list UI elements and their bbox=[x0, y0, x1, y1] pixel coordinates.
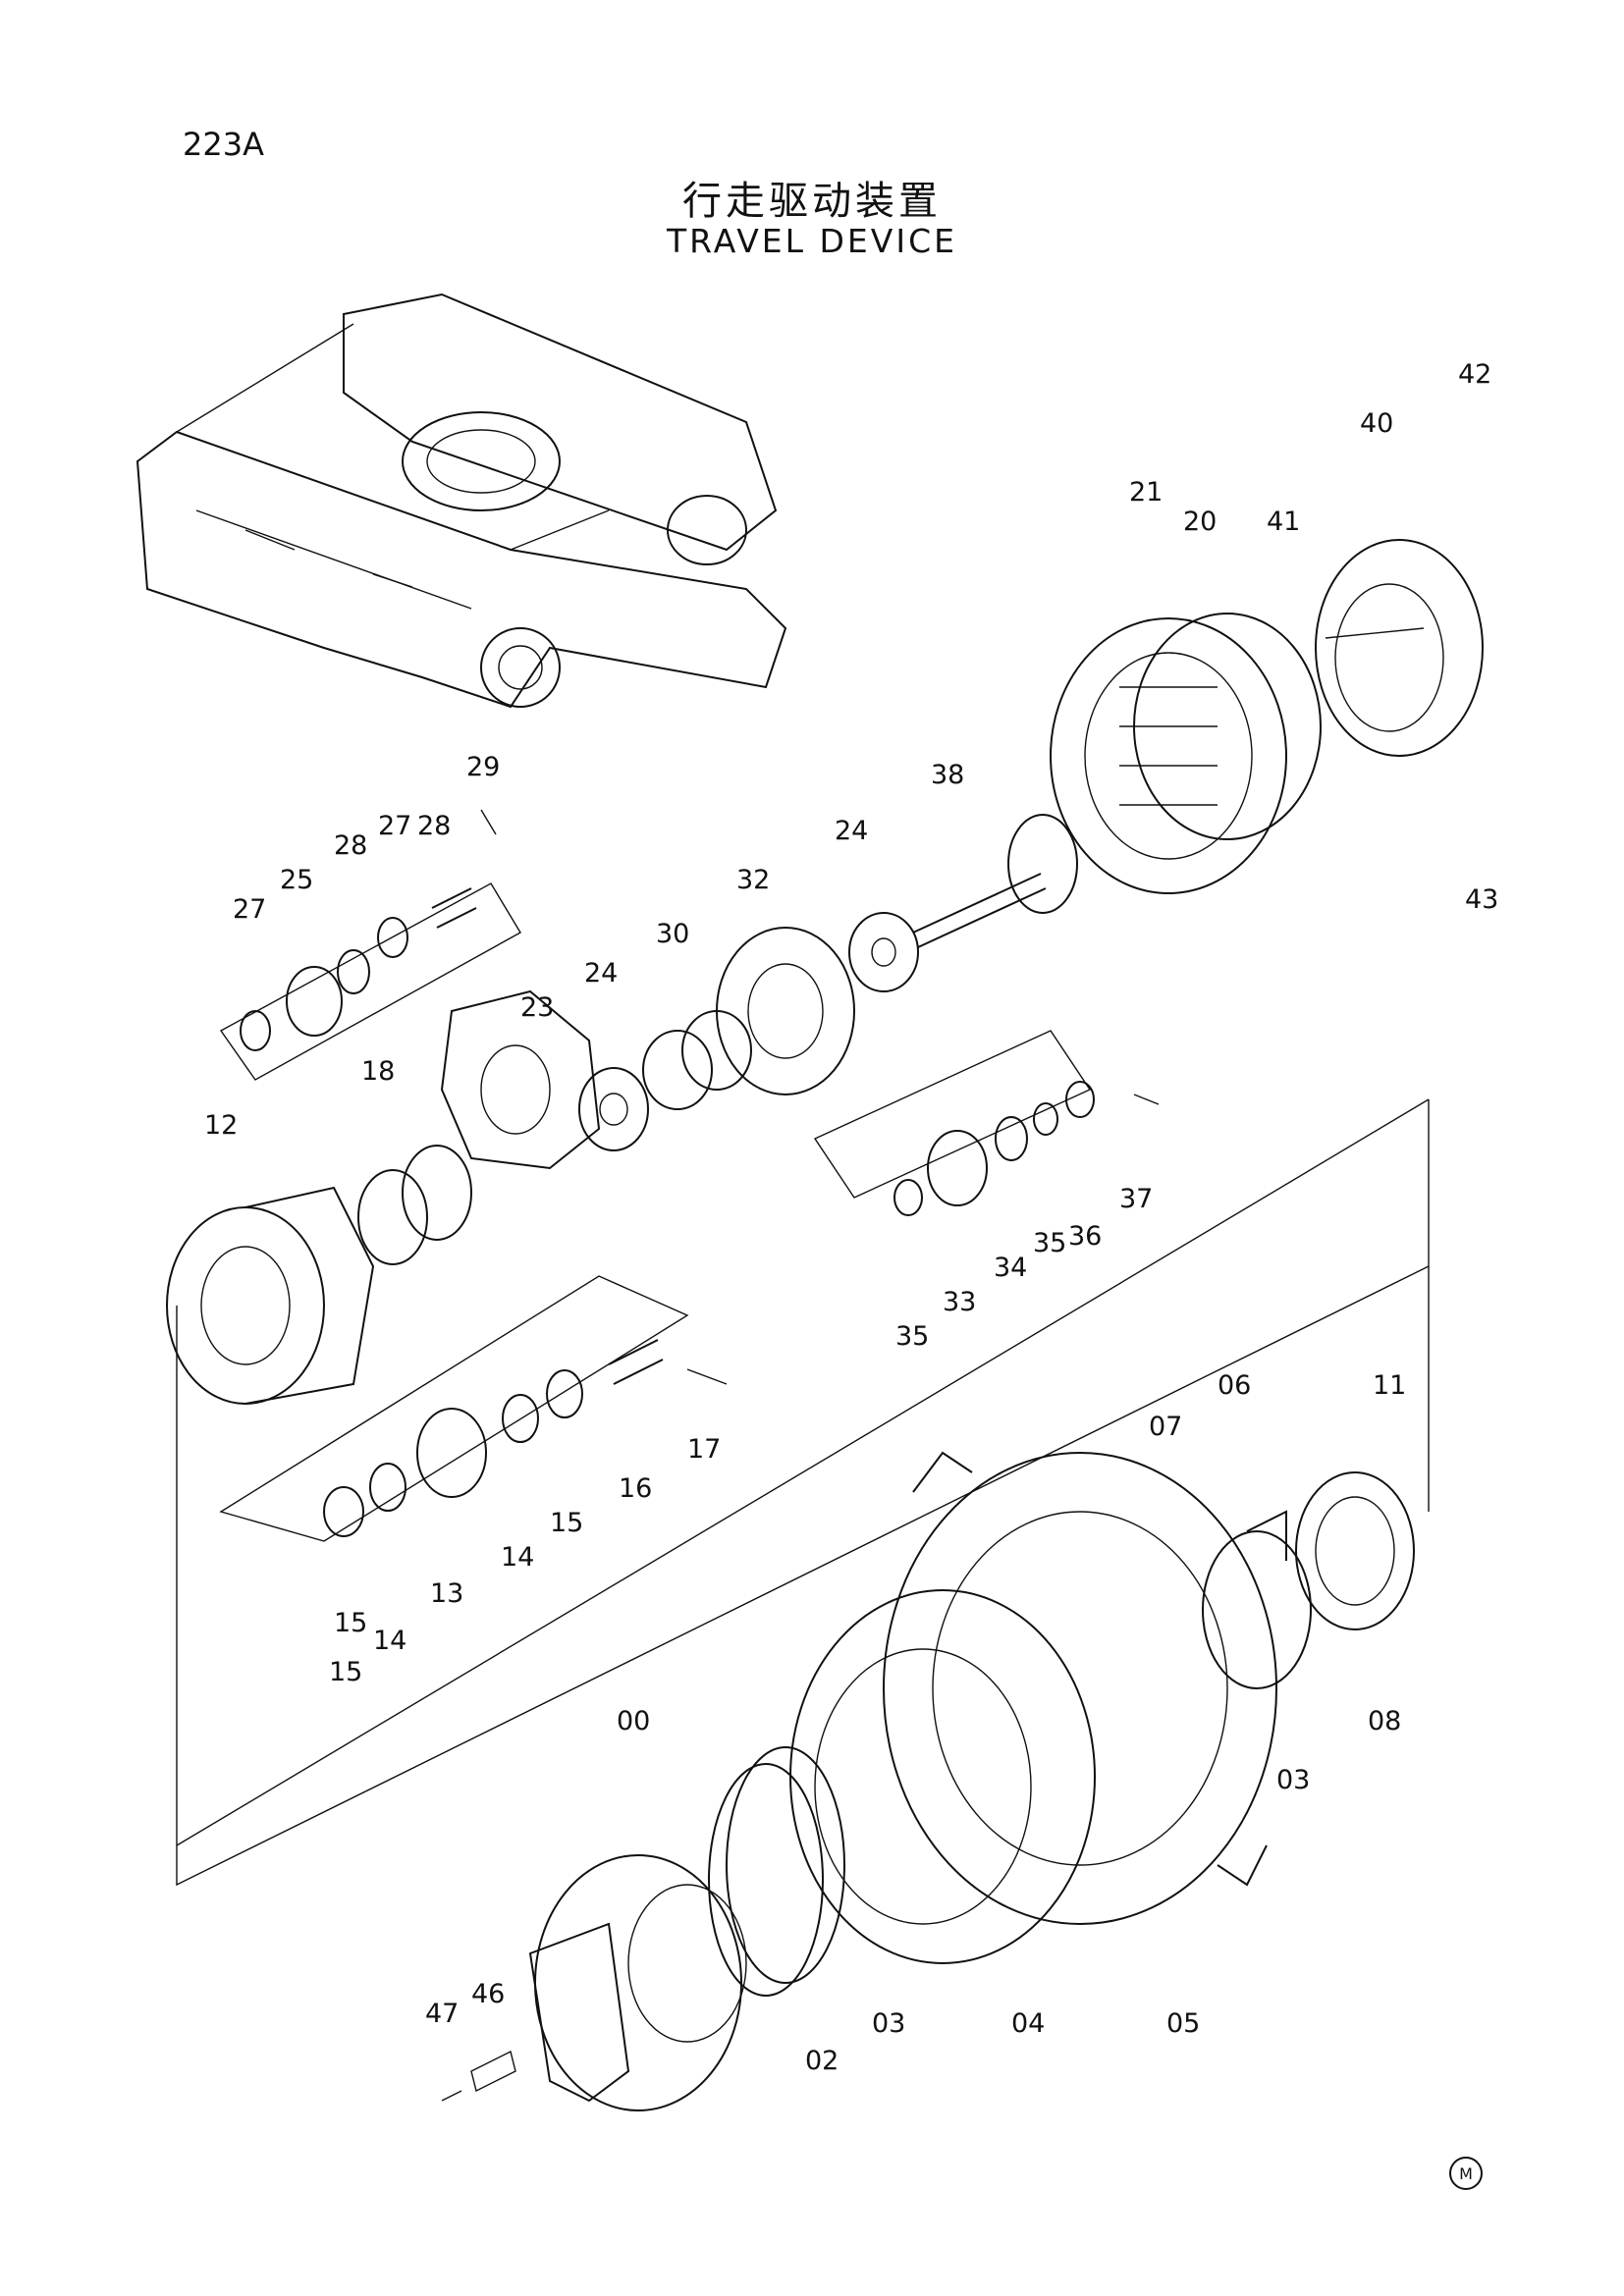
part-label: 30 bbox=[656, 919, 689, 949]
part-label: 38 bbox=[931, 760, 964, 790]
part-label: 21 bbox=[1129, 477, 1163, 507]
part-label: 28 bbox=[334, 830, 367, 861]
part-label: 00 bbox=[617, 1706, 650, 1736]
part-label: 16 bbox=[619, 1473, 652, 1504]
part-label: 29 bbox=[466, 752, 500, 782]
part-label: 08 bbox=[1368, 1706, 1401, 1736]
part-label: 12 bbox=[204, 1110, 238, 1141]
part-label: 23 bbox=[520, 992, 554, 1023]
part-label: 05 bbox=[1166, 2008, 1200, 2039]
part-label: 42 bbox=[1458, 359, 1491, 390]
washer-24-illustration bbox=[578, 1067, 649, 1151]
carrier-32-illustration bbox=[716, 912, 919, 1095]
part-labels: 42 40 21 20 41 43 29 38 28 24 27 28 25 2… bbox=[204, 359, 1498, 2076]
assembly-line-diagonal bbox=[176, 1098, 1430, 1846]
part-label: 15 bbox=[329, 1657, 362, 1687]
part-label: 25 bbox=[280, 865, 313, 895]
sprocket-illustration bbox=[883, 1451, 1287, 1925]
part-label: 14 bbox=[373, 1626, 406, 1656]
carrier-23-illustration bbox=[440, 989, 601, 1170]
gear-18-illustration bbox=[357, 1145, 472, 1265]
page-code: 223A bbox=[183, 126, 264, 163]
part-label: 36 bbox=[1068, 1221, 1102, 1252]
ring-gear-illustration bbox=[789, 1589, 1096, 1964]
planet-kit-lower-illustration bbox=[219, 1275, 728, 1542]
part-label: 35 bbox=[1033, 1228, 1066, 1258]
part-label: 32 bbox=[736, 865, 770, 895]
part-label: 24 bbox=[835, 816, 868, 846]
shaft-illustration bbox=[912, 814, 1078, 948]
part-label: 40 bbox=[1360, 408, 1393, 439]
part-label: 41 bbox=[1267, 507, 1300, 537]
hub-drum-illustration bbox=[1050, 613, 1322, 894]
part-label: 17 bbox=[687, 1434, 721, 1465]
part-label: 18 bbox=[361, 1056, 395, 1087]
part-label: 06 bbox=[1218, 1370, 1251, 1401]
part-label: 37 bbox=[1119, 1184, 1153, 1214]
part-label: 33 bbox=[943, 1287, 976, 1317]
part-label: 43 bbox=[1465, 884, 1498, 915]
planet-kit-upper-illustration bbox=[219, 809, 521, 1081]
undercarriage-illustration bbox=[135, 293, 787, 709]
part-label: 14 bbox=[501, 1542, 534, 1573]
seal-ring-illustration bbox=[708, 1471, 1415, 1997]
part-label: 11 bbox=[1373, 1370, 1406, 1401]
cover-illustration bbox=[1315, 539, 1484, 757]
part-label: 46 bbox=[471, 1979, 505, 2009]
part-label: 28 bbox=[417, 811, 451, 841]
part-label: 13 bbox=[430, 1578, 463, 1609]
assembly-line-left bbox=[176, 1265, 1430, 1887]
planet-kit-right-illustration bbox=[813, 1030, 1160, 1216]
part-label: 27 bbox=[233, 894, 266, 925]
part-label: 24 bbox=[584, 958, 618, 988]
part-label: 15 bbox=[334, 1608, 367, 1638]
part-label: 02 bbox=[805, 2046, 839, 2076]
part-label: 03 bbox=[1276, 1765, 1310, 1795]
part-label: 03 bbox=[872, 2008, 905, 2039]
part-label: 27 bbox=[378, 811, 411, 841]
part-label: 04 bbox=[1011, 2008, 1045, 2039]
part-label: 35 bbox=[895, 1321, 929, 1352]
housing-12-illustration bbox=[166, 1186, 375, 1405]
gear-30-illustration bbox=[642, 1010, 752, 1110]
travel-motor-illustration bbox=[441, 1854, 747, 2111]
manufacturer-mark: M bbox=[1449, 2157, 1483, 2190]
part-label: 07 bbox=[1149, 1412, 1182, 1442]
part-label: 47 bbox=[425, 1999, 459, 2029]
part-label: 15 bbox=[550, 1508, 583, 1538]
diagram-title-english: TRAVEL DEVICE bbox=[667, 222, 957, 260]
part-label: 20 bbox=[1183, 507, 1217, 537]
diagram-title-chinese: 行走驱动装置 bbox=[682, 179, 942, 224]
part-label: 34 bbox=[994, 1253, 1027, 1283]
